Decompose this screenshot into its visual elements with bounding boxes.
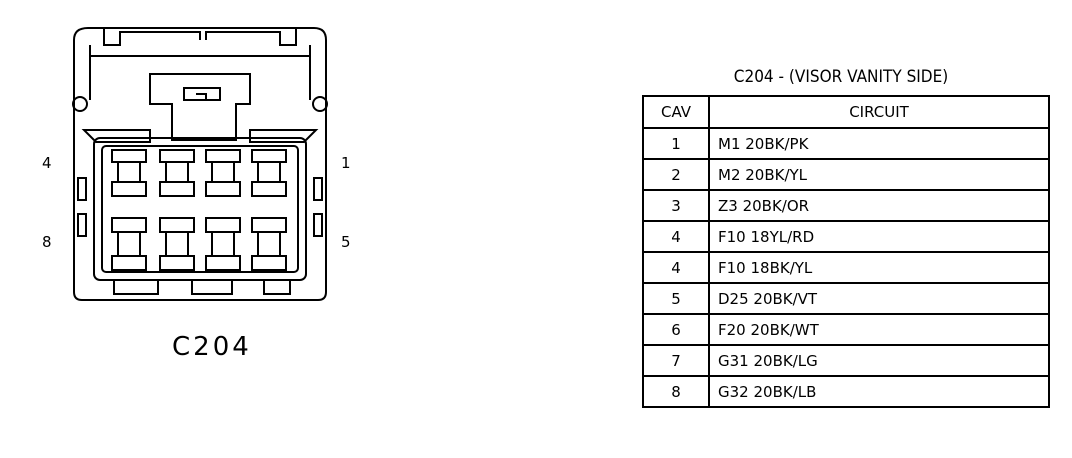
connector-ear-right [312, 96, 328, 112]
pin-label-top-left: 4 [42, 154, 52, 172]
cavity-2 [205, 149, 241, 197]
cav-cell: 3 [642, 189, 710, 222]
cavity-5 [251, 217, 287, 271]
table-header-row: CAV CIRCUIT [642, 95, 1050, 129]
cav-cell: 4 [642, 220, 710, 253]
circuit-cell: M2 20BK/YL [708, 158, 1050, 191]
cav-cell: 7 [642, 344, 710, 377]
table-row: 1 M1 20BK/PK [642, 127, 1050, 160]
cav-cell: 5 [642, 282, 710, 315]
cavity-1 [251, 149, 287, 197]
connector-face-diagram [72, 27, 328, 301]
connector-side-bump-left-1 [77, 177, 87, 201]
pin-label-top-right: 1 [341, 154, 351, 172]
cavity-8 [111, 217, 147, 271]
circuit-cell: G31 20BK/LG [708, 344, 1050, 377]
connector-lock-tab [183, 87, 221, 101]
connector-slant-left [81, 129, 151, 143]
cav-cell: 4 [642, 251, 710, 284]
connector-side-bump-left-2 [77, 213, 87, 237]
circuit-cell: Z3 20BK/OR [708, 189, 1050, 222]
table-row: 2 M2 20BK/YL [642, 158, 1050, 191]
pin-label-bottom-left: 8 [42, 233, 52, 251]
connector-latch-left [103, 28, 201, 46]
connector-foot-right [263, 279, 291, 295]
circuit-cell: D25 20BK/VT [708, 282, 1050, 315]
circuit-cell: F10 18BK/YL [708, 251, 1050, 284]
connector-housing-outline [73, 27, 327, 301]
table-row: 6 F20 20BK/WT [642, 313, 1050, 346]
cav-cell: 8 [642, 375, 710, 408]
cavity-4 [111, 149, 147, 197]
pin-assignment-table: CAV CIRCUIT 1 M1 20BK/PK 2 M2 20BK/YL 3 … [642, 95, 1050, 408]
cavity-frame-inner [101, 145, 299, 273]
connector-latch-right [205, 28, 297, 46]
table-row: 3 Z3 20BK/OR [642, 189, 1050, 222]
connector-slant-right [249, 129, 319, 143]
circuit-cell: M1 20BK/PK [708, 127, 1050, 160]
cavity-frame-outer [93, 137, 307, 281]
cav-cell: 6 [642, 313, 710, 346]
circuit-cell: F20 20BK/WT [708, 313, 1050, 346]
connector-side-bump-right-2 [313, 213, 323, 237]
connector-foot-left [113, 279, 159, 295]
cav-cell: 1 [642, 127, 710, 160]
table-row: 7 G31 20BK/LG [642, 344, 1050, 377]
table-row: 4 F10 18YL/RD [642, 220, 1050, 253]
connector-ear-left [72, 96, 88, 112]
connector-foot-center [191, 279, 233, 295]
cavity-6 [205, 217, 241, 271]
header-circuit: CIRCUIT [708, 95, 1050, 129]
connector-name-label: C204 [172, 332, 252, 362]
table-row: 4 F10 18BK/YL [642, 251, 1050, 284]
table-title: C204 - (VISOR VANITY SIDE) [733, 67, 949, 87]
table-row: 8 G32 20BK/LB [642, 375, 1050, 408]
cavity-7 [159, 217, 195, 271]
header-cav: CAV [642, 95, 710, 129]
connector-side-bump-right-1 [313, 177, 323, 201]
table-row: 5 D25 20BK/VT [642, 282, 1050, 315]
circuit-cell: G32 20BK/LB [708, 375, 1050, 408]
connector-center-block [149, 73, 251, 141]
cav-cell: 2 [642, 158, 710, 191]
circuit-cell: F10 18YL/RD [708, 220, 1050, 253]
cavity-3 [159, 149, 195, 197]
pin-label-bottom-right: 5 [341, 233, 351, 251]
connector-upper-shelf [89, 45, 311, 100]
